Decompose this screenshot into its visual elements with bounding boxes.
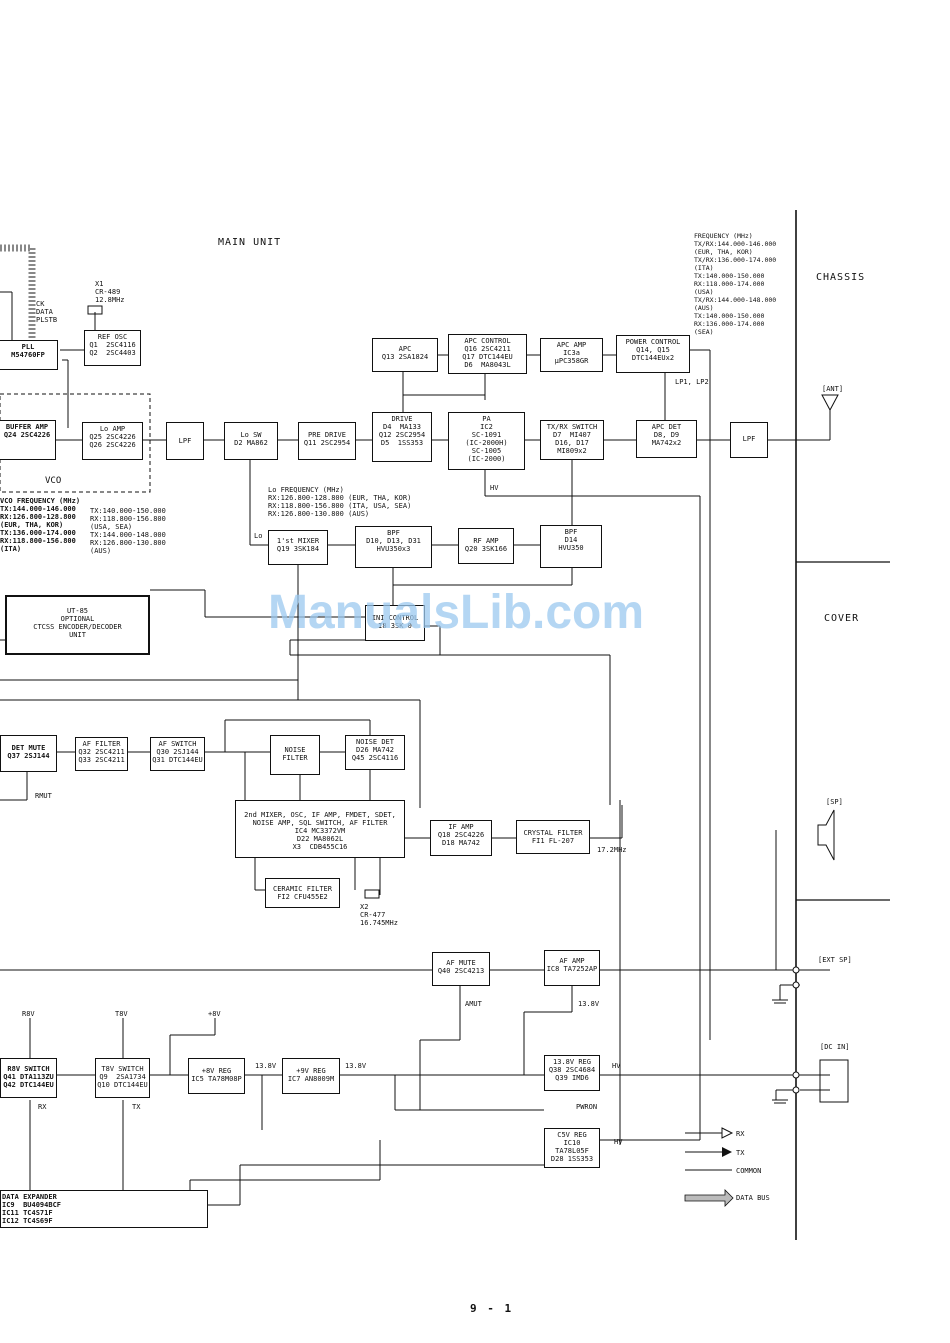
c5v-reg-block: C5V REG IC10 TA78L05F D28 1SS353 [544,1128,600,1168]
apc-block: APC Q13 2SA1824 [372,338,438,372]
plus8v-reg-block: +8V REG IC5 TA78M08P [188,1058,245,1094]
lo-input-label: Lo [254,532,263,540]
lpf-block-1: LPF [166,422,204,460]
rf-amp-block: RF AMP Q20 3SK166 [458,528,514,564]
r8v-switch-block: R8V SWITCH Q41 DTA113ZU Q42 DTC144EU [0,1058,57,1098]
voltage-label-a: 13.8V [578,1000,600,1008]
rmut-label: RMUT [35,792,52,800]
x1-crystal-label: X1 CR-489 12.8MHz [95,280,125,304]
speaker-label: [SP] [826,798,843,806]
rx-line-label: RX [38,1103,47,1111]
apc-control-block: APC CONTROL Q16 2SC4211 Q17 DTC144EU D6 … [448,334,527,374]
page-number: 9 - 1 [470,1302,514,1315]
hv-label-3: HV [614,1138,623,1146]
lo-sw-block: Lo SW D2 MA862 [224,422,278,460]
antenna-label: [ANT] [822,385,844,393]
ck-data-plstb-label: CK DATA PLSTB [36,300,58,324]
watermark: ManualsLib.com [268,586,645,639]
pa-block: PA IC2 SC-1091 (IC-2000H) SC-1005 (IC-20… [448,412,525,470]
noise-det-block: NOISE DET D26 MA742 Q45 2SC4116 [345,735,405,770]
buffer-amp-block: BUFFER AMP Q24 2SC4226 [0,420,56,460]
tx-line-label: TX [132,1103,141,1111]
af-mute-block: AF MUTE Q40 2SC4213 [432,952,490,986]
bpf-block-1: BPF D10, D13, D31 HVU350x3 [355,526,432,568]
drive-block: DRIVE D4 MA133 Q12 2SC2954 D5 1SS353 [372,412,432,462]
ut85-optional-unit: UT-85 OPTIONAL CTCSS ENCODER/DECODER UNI… [5,595,150,655]
legend-rx: RX [736,1130,745,1138]
lp1-lp2-label: LP1, LP2 [675,378,709,386]
power-control-block: POWER CONTROL Q14, Q15 DTC144EUx2 [616,335,690,373]
ref-osc-block: REF OSC Q1 2SC4116 Q2 2SC4403 [84,330,141,366]
noise-filter-block: NOISE FILTER [270,735,320,775]
bpf-block-2: BPF D14 HVU350 [540,525,602,568]
af-switch-block: AF SWITCH Q30 2SJ144 Q31 DTC144EU [150,737,205,771]
main-unit-label: MAIN UNIT [218,237,282,248]
first-mixer-block: 1'st MIXER Q19 3SK184 [268,530,328,565]
chassis-label: CHASSIS [816,272,866,283]
vco-frequency-note: VCO FREQUENCY (MHz) TX:144.000-146.000 R… [0,497,81,553]
det-mute-block: DET MUTE Q37 2SJ144 [0,735,57,772]
r8v-label: R8V [22,1010,35,1018]
legend-data-bus: DATA BUS [736,1194,770,1202]
vco-label: VCO [45,476,62,486]
ext-sp-label: [EXT SP] [818,956,852,964]
frequency-note-top: FREQUENCY (MHz) TX/RX:144.000-146.000 (E… [694,232,777,336]
lo-amp-block: Lo AMP Q25 2SC4226 Q26 2SC4226 [82,422,143,460]
apc-amp-block: APC AMP IC3a μPC358GR [540,338,603,372]
hv-label-1: HV [490,484,499,492]
reg-138v-block: 13.8V REG Q38 2SC4684 Q39 IMD6 [544,1055,600,1091]
dc-in-label: [DC IN] [820,1043,850,1051]
txrx-switch-block: TX/RX SWITCH D7 MI407 D16, D17 MI809x2 [540,420,604,460]
hv-label-2: HV [612,1062,621,1070]
legend-common: COMMON [736,1167,762,1175]
amut-label: AMUT [465,1000,482,1008]
plus9v-reg-block: +9V REG IC7 AN8009M [282,1058,340,1094]
voltage-label-b: 13.8V [255,1062,277,1070]
ini-control-block: INI CONTROL I8 3SK 0 [365,605,425,641]
crystal-freq-label: 17.2MHz [597,846,627,854]
second-mixer-block: 2nd MIXER, OSC, IF AMP, FMDET, SDET, NOI… [235,800,405,858]
pre-drive-block: PRE DRIVE Q11 2SC2954 [298,422,356,460]
cover-label: COVER [824,613,860,624]
if-amp-block: IF AMP Q18 2SC4226 D18 MA742 [430,820,492,856]
x2-crystal-label: X2 CR-477 16.745MHz [360,903,398,927]
plus8v-label: +8V [208,1010,221,1018]
pwron-label: PWRON [576,1103,598,1111]
apc-det-block: APC DET D8, D9 MA742x2 [636,420,697,458]
pll-block: PLL M54760FP [0,340,58,370]
lo-frequency-note: Lo FREQUENCY (MHz) RX:126.800-128.800 (E… [268,486,412,518]
vco-frequency-note-b: TX:140.000-150.000 RX:118.800-156.800 (U… [90,507,166,555]
legend-tx: TX [736,1149,745,1157]
ceramic-filter-block: CERAMIC FILTER FI2 CFU455E2 [265,878,340,908]
voltage-label-c: 13.8V [345,1062,367,1070]
crystal-filter-block: CRYSTAL FILTER FI1 FL-207 [516,820,590,854]
af-amp-block: AF AMP IC8 TA7252AP [544,950,600,986]
t8v-switch-block: T8V SWITCH Q9 2SA1734 Q10 DTC144EU [95,1058,150,1098]
lpf-block-2: LPF [730,422,768,458]
data-expander-block: DATA EXPANDER IC9 BU4094BCF IC11 TC4S71F… [0,1190,208,1228]
af-filter-block: AF FILTER Q32 2SC4211 Q33 2SC4211 [75,737,128,771]
t8v-label: T8V [115,1010,128,1018]
